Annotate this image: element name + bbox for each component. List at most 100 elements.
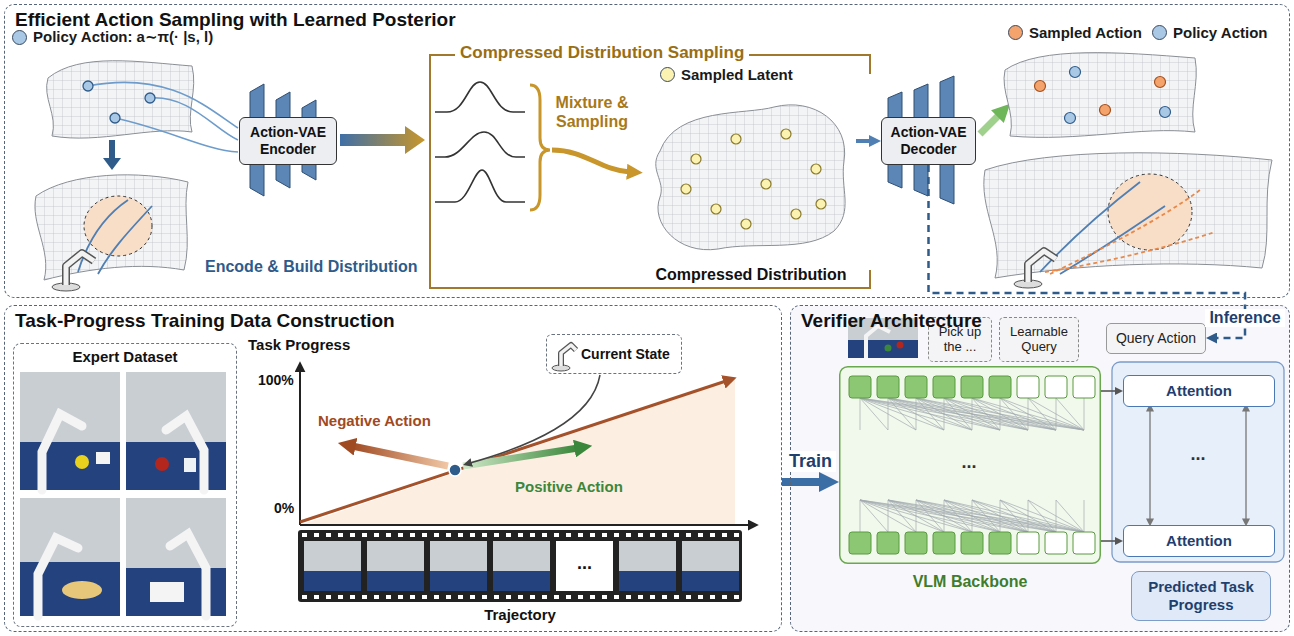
ellipsis: ... (939, 452, 999, 473)
legend-text: Policy Action: a∼π(· |s, l) (33, 28, 213, 46)
step-label: Mixture & Sampling (546, 94, 638, 132)
backbone-outline (972, 500, 1084, 532)
film-strip (304, 571, 361, 591)
query-box: Query Action (1106, 323, 1206, 354)
policy-manifold (88, 82, 238, 128)
backbone-outline (1084, 398, 1085, 430)
dataset-photo (126, 498, 226, 616)
connector (856, 139, 869, 143)
progress-chart (300, 370, 750, 525)
progress-chart (300, 524, 750, 526)
sampled-state-manifold (1060, 206, 1165, 274)
encode-arrow (340, 126, 425, 154)
dataset-photo (38, 538, 78, 616)
axis-tick: 0% (274, 500, 294, 517)
film-strip (556, 541, 613, 591)
film-strip (304, 541, 361, 591)
action-manifold (1160, 107, 1171, 118)
backbone-outline (860, 398, 1056, 430)
backbone-outline (1000, 398, 1084, 430)
cloud-outline (791, 209, 801, 219)
attention-stack (1245, 410, 1246, 520)
backbone-outline (860, 500, 1084, 532)
dataset-photo (75, 455, 89, 469)
dataset-photo (20, 498, 120, 616)
backbone-outline (849, 532, 871, 554)
scene-thumbnail (885, 345, 892, 352)
sampling-bracket (430, 55, 870, 288)
progress-chart (470, 375, 600, 463)
backbone-outline (860, 398, 1000, 430)
action-manifold (1065, 113, 1076, 124)
connector (782, 478, 819, 486)
film-strip (619, 541, 676, 591)
backbone-outline (860, 398, 1084, 430)
film-strip (682, 541, 739, 591)
film-strip (430, 571, 487, 591)
film-strip (493, 541, 550, 591)
cloud-outline (681, 184, 691, 194)
state-manifold (98, 206, 152, 274)
backbone-block: VLM Backbone (839, 366, 1101, 598)
progress-chart (463, 448, 578, 466)
dataset-photo (126, 372, 226, 490)
axis-title: Task Progress (248, 336, 350, 354)
action-manifold (1155, 77, 1166, 88)
gaussian-curves (435, 82, 525, 202)
dataset-photo (126, 498, 226, 616)
box-label: Attention (1166, 532, 1232, 550)
axis-tick: 100% (258, 372, 294, 389)
dataset-photo (62, 581, 102, 599)
box-label: Query Action (1116, 330, 1196, 347)
attention-stack (1112, 362, 1284, 562)
decoder-box: Action-VAE Decoder (881, 117, 976, 165)
legend-text: Sampled Latent (681, 66, 793, 83)
dataset-photo (126, 568, 226, 616)
backbone-outline (944, 500, 1084, 532)
decode-arrow (980, 114, 1000, 134)
policy-manifold (110, 113, 120, 123)
state-manifold (66, 253, 94, 285)
dataset-photo (184, 458, 196, 472)
policy-manifold (150, 98, 238, 140)
backbone-outline (860, 500, 861, 532)
film-strip (493, 571, 550, 591)
attention-box: Attention (1123, 525, 1275, 557)
backbone-outline (944, 398, 1084, 430)
policy-manifold (103, 158, 121, 170)
film-strip (298, 530, 742, 602)
bracket-title: Compressed Distribution Sampling (455, 43, 749, 63)
section-panel: Pick up the ...Learnable QueryVLM Backbo… (790, 305, 1290, 632)
backbone-outline (1073, 532, 1095, 554)
legend-item: Sampled Action (1008, 24, 1142, 41)
cloud-outline (656, 105, 845, 250)
cloud-outline (781, 129, 791, 139)
cloud-outline (816, 199, 826, 209)
dataset-photo (155, 457, 169, 471)
state-manifold (84, 196, 152, 256)
attention-stack (1112, 362, 1284, 562)
backbone-outline (1000, 500, 1084, 532)
backbone-outline (989, 532, 1011, 554)
section-title: Task-Progress Training Data Construction (15, 310, 395, 332)
strip-caption: Trajectory (470, 606, 570, 624)
encoder-box: Action-VAE Encoder (239, 117, 337, 165)
policy-manifold (115, 118, 238, 152)
legend-item: Policy Action (1152, 24, 1267, 41)
edge-label: Inference (1205, 309, 1284, 327)
legend-swatch (1008, 25, 1023, 40)
legend-swatch (1152, 25, 1167, 40)
state-manifold (78, 200, 128, 272)
sampled-state-manifold (984, 153, 1272, 278)
dataset-photo (150, 582, 184, 602)
action-manifold (1004, 53, 1196, 138)
policy-manifold (47, 61, 238, 170)
policy-manifold (83, 81, 93, 91)
query-token-box: Learnable Query (999, 317, 1079, 362)
backbone-outline (1056, 398, 1084, 430)
legend-item: Sampled Latent (660, 66, 793, 83)
backbone-outline (1073, 376, 1095, 398)
robot-icon (561, 345, 576, 366)
backbone-outline (961, 376, 983, 398)
sampled-state-manifold (1028, 251, 1056, 282)
